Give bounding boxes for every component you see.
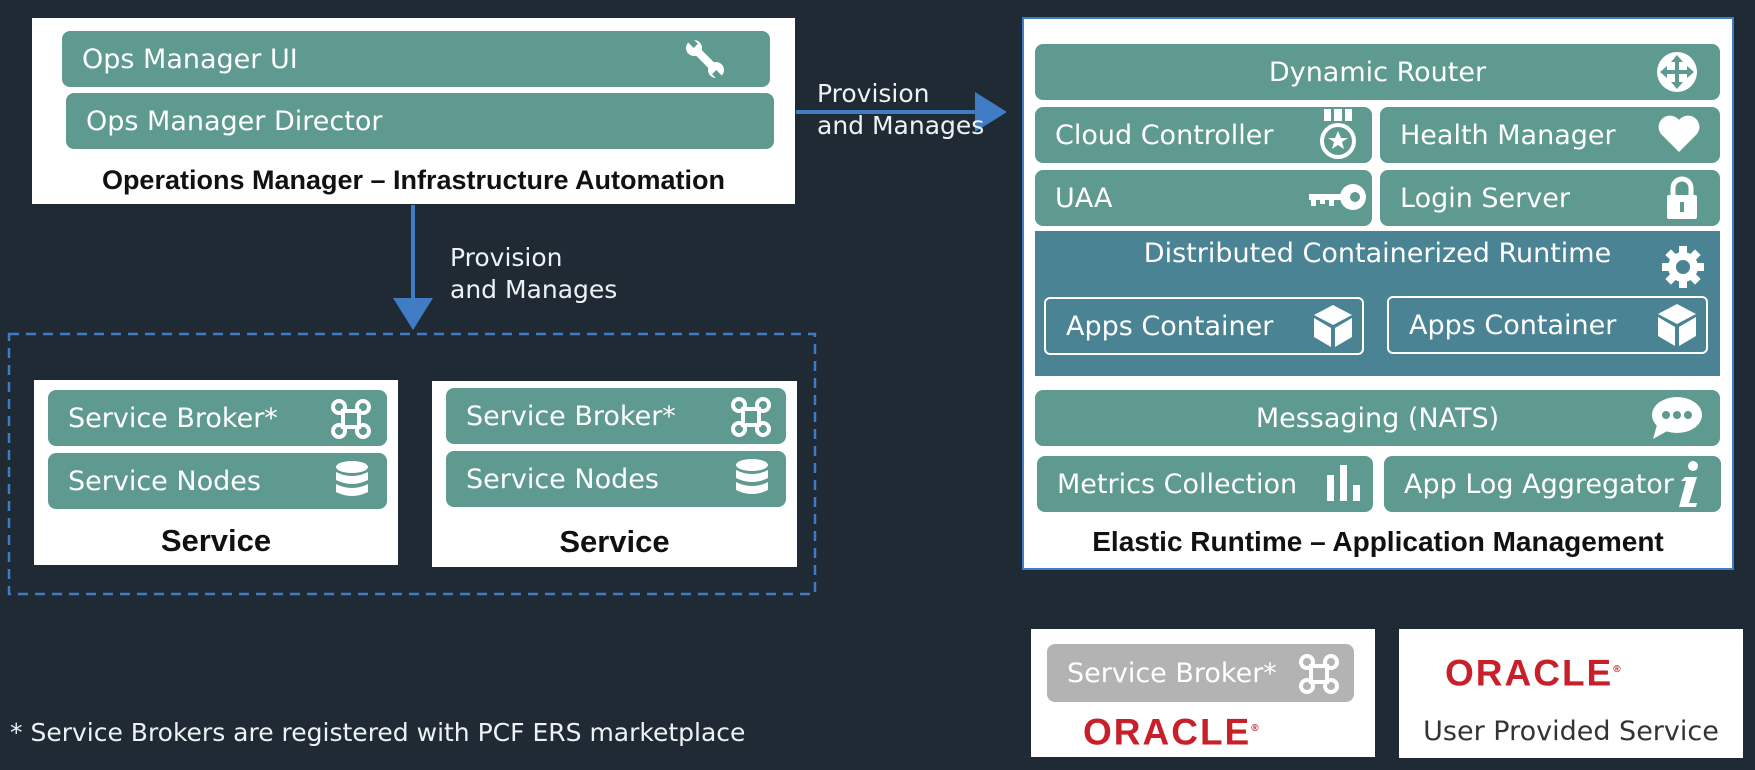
- ops-manager-caption: Operations Manager – Infrastructure Auto…: [101, 165, 726, 195]
- apps-container-1: Apps Container: [1044, 297, 1364, 355]
- cube-icon: [1654, 301, 1700, 349]
- gear-icon: [1660, 244, 1706, 290]
- lock-icon: [1664, 174, 1700, 222]
- messaging-bar: Messaging (NATS): [1035, 390, 1720, 446]
- database-icon: [732, 456, 772, 500]
- service-caption-2: Service: [559, 524, 670, 559]
- login-server-label: Login Server: [1400, 182, 1570, 214]
- cloud-controller-label: Cloud Controller: [1055, 119, 1274, 151]
- service-broker-label: Service Broker*: [68, 402, 278, 434]
- chat-bubble-icon: [1648, 394, 1704, 442]
- apps-container-2: Apps Container: [1387, 296, 1708, 354]
- app-log-aggregator-label: App Log Aggregator: [1404, 468, 1674, 500]
- metrics-collection-label: Metrics Collection: [1057, 468, 1298, 500]
- uaa-label: UAA: [1055, 182, 1113, 214]
- dynamic-router-bar: Dynamic Router: [1035, 44, 1720, 100]
- oracle-service-broker-label: Service Broker*: [1067, 657, 1277, 689]
- command-icon: [328, 396, 374, 442]
- info-icon: [1670, 458, 1706, 510]
- arrow-down-label: Provision and Manages: [450, 243, 618, 304]
- health-manager-label: Health Manager: [1400, 119, 1616, 151]
- messaging-label: Messaging (NATS): [1255, 402, 1500, 434]
- cube-icon: [1310, 302, 1356, 350]
- service-caption-1: Service: [160, 523, 272, 558]
- ops-manager-director-bar: Ops Manager Director: [66, 93, 774, 149]
- distributed-runtime-title: Distributed Containerized Runtime: [1143, 238, 1612, 269]
- service-nodes-label: Service Nodes: [466, 463, 659, 495]
- oracle-logo-broker: ORACLE®: [1083, 711, 1259, 753]
- heart-icon: [1656, 112, 1702, 156]
- bar-chart-icon: [1322, 460, 1364, 506]
- ops-manager-ui-label: Ops Manager UI: [82, 43, 298, 75]
- service-broker-bar-1: Service Broker*: [48, 390, 387, 446]
- command-icon: [728, 394, 774, 440]
- oracle-logo-ups: ORACLE®: [1445, 652, 1621, 694]
- footnote: * Service Brokers are registered with PC…: [10, 718, 746, 747]
- service-nodes-bar-2: Service Nodes: [446, 451, 786, 507]
- login-server-bar: Login Server: [1380, 170, 1720, 226]
- elastic-runtime-caption: Elastic Runtime – Application Management: [1092, 526, 1664, 557]
- apps-container-label: Apps Container: [1066, 310, 1274, 342]
- database-icon: [332, 458, 372, 502]
- wrench-icon: [680, 34, 730, 84]
- ops-manager-ui-bar: Ops Manager UI: [62, 31, 770, 87]
- arrow-right-label: Provision and Manages: [817, 79, 985, 140]
- service-nodes-bar-1: Service Nodes: [48, 453, 387, 509]
- medal-icon: [1316, 108, 1360, 162]
- command-icon: [1296, 651, 1342, 697]
- cloud-controller-bar: Cloud Controller: [1035, 107, 1372, 163]
- metrics-collection-bar: Metrics Collection: [1037, 456, 1373, 512]
- distributed-runtime-box: [1035, 231, 1720, 376]
- app-log-aggregator-bar: App Log Aggregator: [1384, 456, 1721, 512]
- service-nodes-label: Service Nodes: [68, 465, 261, 497]
- oracle-user-provided-panel: [1399, 629, 1743, 758]
- dynamic-router-label: Dynamic Router: [1268, 56, 1487, 88]
- service-broker-bar-2: Service Broker*: [446, 388, 786, 444]
- user-provided-service-label: User Provided Service: [1423, 716, 1719, 747]
- key-icon: [1306, 178, 1368, 216]
- service-broker-label: Service Broker*: [466, 400, 676, 432]
- apps-container-label: Apps Container: [1409, 309, 1617, 341]
- router-icon: [1654, 49, 1700, 95]
- ops-manager-director-label: Ops Manager Director: [86, 105, 383, 137]
